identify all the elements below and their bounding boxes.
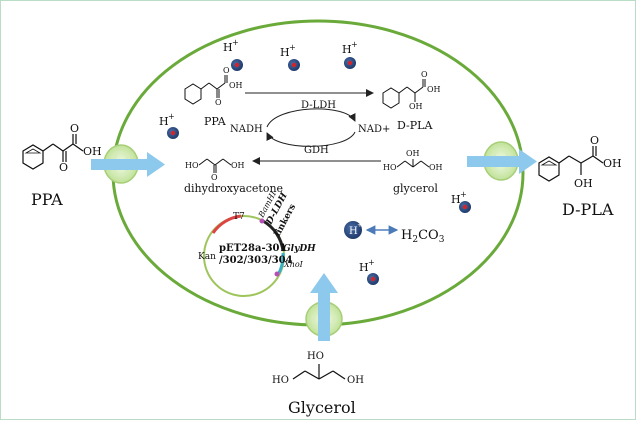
proton-sphere-icon: H+ bbox=[223, 38, 243, 71]
nad-plus-label: NAD+ bbox=[358, 124, 390, 135]
plasmid-kan-label: Kan bbox=[198, 252, 216, 262]
svg-text:OH: OH bbox=[231, 161, 245, 170]
svg-text:OH: OH bbox=[229, 81, 243, 90]
glycerol-molecule-outside bbox=[292, 364, 346, 380]
svg-text:+: + bbox=[168, 112, 175, 121]
svg-text:OH: OH bbox=[347, 375, 364, 386]
svg-text:HO: HO bbox=[185, 161, 199, 170]
svg-text:+: + bbox=[368, 258, 375, 267]
ppa-import-arrow bbox=[91, 152, 165, 177]
cell-membrane bbox=[111, 19, 525, 327]
plasmid-name-line2: /302/303/304 bbox=[219, 255, 293, 266]
glycerol-molecule-inner bbox=[396, 159, 430, 168]
svg-text:O: O bbox=[590, 134, 599, 147]
svg-text:H: H bbox=[451, 193, 461, 206]
d-ldh-enzyme-label: D-LDH bbox=[301, 100, 336, 111]
dihydroxyacetone-label: dihydroxyacetone bbox=[184, 182, 283, 195]
plasmid-xhoi-label: XhoI bbox=[283, 260, 304, 269]
svg-text:HO: HO bbox=[272, 375, 289, 386]
ppa-inner-label: PPA bbox=[204, 115, 227, 128]
benzene-ring-icon bbox=[382, 87, 400, 109]
proton-sphere-icon: H+ bbox=[159, 112, 179, 139]
svg-text:HO: HO bbox=[307, 351, 324, 362]
svg-text:O: O bbox=[59, 161, 68, 174]
glycerol-import-arrow bbox=[310, 273, 338, 341]
svg-text:H: H bbox=[280, 46, 290, 59]
svg-text:HO: HO bbox=[383, 163, 397, 172]
svg-text:+: + bbox=[232, 38, 239, 47]
svg-text:H: H bbox=[223, 41, 233, 54]
svg-text:H: H bbox=[349, 226, 358, 237]
plasmid-name-line1: pET28a-301 bbox=[219, 243, 286, 254]
svg-text:OH: OH bbox=[429, 163, 443, 172]
dpla-molecule-inner bbox=[382, 79, 426, 109]
svg-text:+: + bbox=[460, 190, 467, 199]
svg-text:+: + bbox=[351, 40, 358, 49]
svg-text:H: H bbox=[159, 115, 169, 128]
proton-sphere-icon: H+ bbox=[359, 258, 379, 285]
benzene-ring-icon bbox=[538, 156, 560, 182]
proton-sphere-icon: H+ bbox=[451, 190, 471, 213]
svg-text:O: O bbox=[223, 66, 230, 75]
svg-text:+: + bbox=[357, 221, 363, 229]
plasmid-glydh-label: GlyDH bbox=[283, 244, 316, 254]
glycerol-inner-label: glycerol bbox=[393, 182, 438, 195]
proton-sphere-icon: H+ bbox=[280, 43, 300, 71]
svg-text:O: O bbox=[70, 122, 79, 135]
svg-text:H: H bbox=[359, 261, 369, 274]
plasmid-t7-label: T7 bbox=[233, 212, 245, 222]
gdh-enzyme-label: GDH bbox=[304, 145, 329, 156]
benzene-ring-icon bbox=[184, 83, 202, 105]
svg-text:O: O bbox=[211, 173, 218, 182]
svg-text:+: + bbox=[289, 43, 296, 52]
dpla-export-arrow bbox=[467, 149, 537, 174]
svg-text:O: O bbox=[421, 70, 428, 79]
proton-sphere-icon: H+ bbox=[344, 221, 363, 239]
dihydroxyacetone-molecule bbox=[198, 158, 232, 173]
dpla-inner-label: D-PLA bbox=[397, 119, 433, 132]
cofactor-cycle bbox=[266, 108, 356, 147]
svg-text:OH: OH bbox=[406, 149, 420, 158]
svg-text:OH: OH bbox=[603, 157, 622, 170]
svg-text:H: H bbox=[342, 43, 352, 56]
dpla-outside-label: D-PLA bbox=[562, 200, 614, 219]
dpla-molecule-outside bbox=[538, 146, 604, 182]
h2co3-label: H2CO3 bbox=[401, 228, 445, 245]
ppa-outside-label: PPA bbox=[31, 190, 63, 209]
glycerol-outside-label: Glycerol bbox=[288, 398, 356, 417]
benzene-ring-icon bbox=[22, 144, 44, 170]
svg-text:OH: OH bbox=[574, 177, 593, 190]
plasmid-map bbox=[203, 214, 285, 297]
svg-text:OH: OH bbox=[409, 102, 423, 111]
svg-text:OH: OH bbox=[83, 145, 102, 158]
nadh-label: NADH bbox=[230, 124, 263, 135]
svg-text:O: O bbox=[215, 98, 222, 107]
ppa-molecule-outside bbox=[22, 134, 84, 170]
svg-text:OH: OH bbox=[427, 85, 441, 94]
ppa-molecule-inner bbox=[184, 75, 228, 105]
proton-sphere-icon: H+ bbox=[342, 40, 358, 69]
